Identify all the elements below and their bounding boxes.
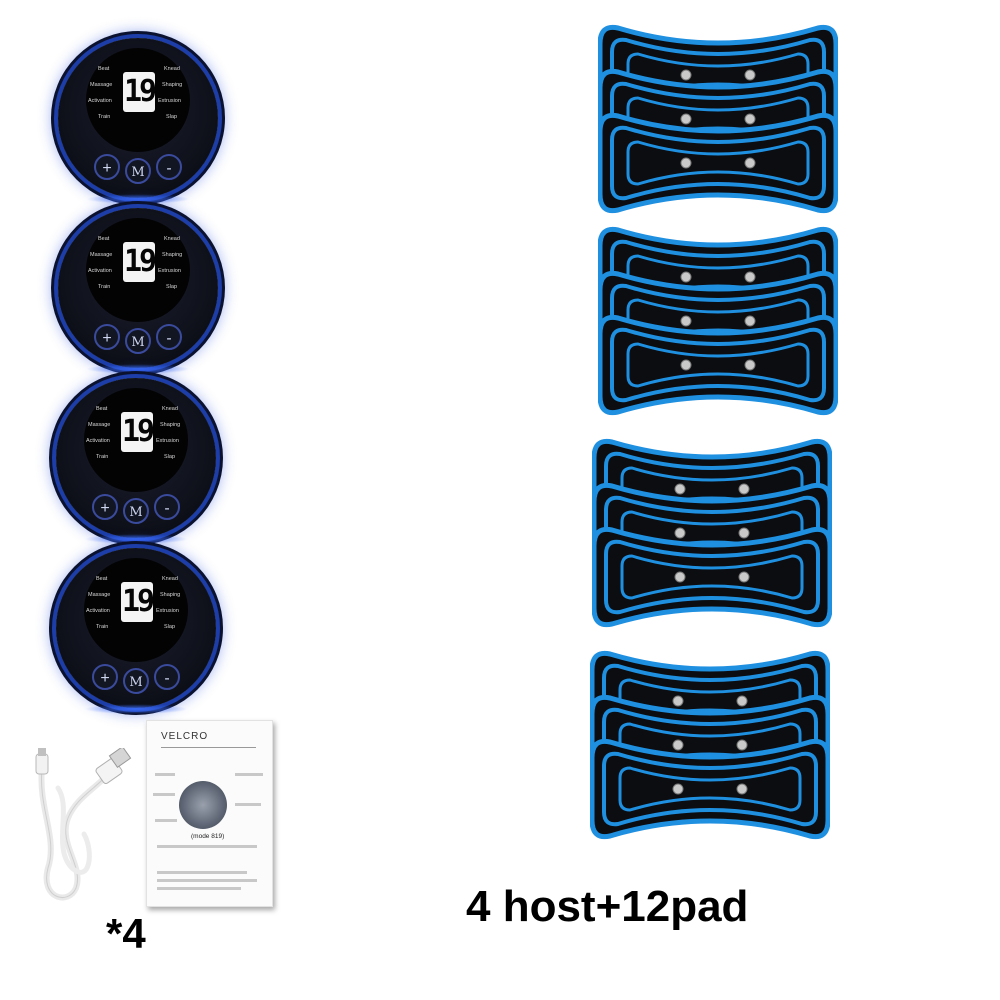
plus-button[interactable]: + <box>94 154 120 180</box>
mode-label: Activation <box>86 438 110 444</box>
intensity-readout: 19 <box>121 582 155 622</box>
intensity-readout: 19 <box>121 412 155 452</box>
package-caption: 4 host+12pad <box>466 882 749 931</box>
mode-button[interactable]: M <box>125 328 151 354</box>
mode-label: Knead <box>164 66 180 72</box>
mode-label: Knead <box>164 236 180 242</box>
manual-text-line <box>155 819 177 822</box>
plus-button[interactable]: + <box>92 664 118 690</box>
massager-host: Beat Massage Activation Train Knead Shap… <box>56 378 216 544</box>
minus-button[interactable]: - <box>156 154 182 180</box>
manual-title: VELCRO <box>161 731 209 742</box>
mode-label: Massage <box>90 252 113 258</box>
manual-text-line <box>157 887 241 890</box>
usb-cable-image <box>35 748 132 901</box>
mode-label: Activation <box>88 98 112 104</box>
mode-label: Beat <box>96 576 108 582</box>
mode-label: Train <box>96 624 109 630</box>
mode-button[interactable]: M <box>123 668 149 694</box>
mode-label: Extrusion <box>158 268 181 274</box>
host-display: Beat Massage Activation Train Knead Shap… <box>86 218 190 322</box>
minus-button[interactable]: - <box>156 324 182 350</box>
mode-label: Activation <box>86 608 110 614</box>
mode-label: Extrusion <box>156 438 179 444</box>
mode-label: Extrusion <box>156 608 179 614</box>
mode-label: Shaping <box>162 82 183 88</box>
mode-label: Knead <box>162 576 178 582</box>
mode-label: Knead <box>162 406 178 412</box>
manual-text-line <box>157 879 257 882</box>
quantity-label: *4 <box>106 910 146 957</box>
manual-text-line <box>235 803 261 806</box>
electrode-pad <box>592 522 832 632</box>
electrode-pad <box>590 734 830 844</box>
mode-label: Massage <box>88 422 111 428</box>
mode-label: Extrusion <box>158 98 181 104</box>
mode-label: Beat <box>96 406 108 412</box>
manual-text-line <box>157 871 247 874</box>
mode-label: Slap <box>164 624 176 630</box>
manual-text-line <box>153 793 175 796</box>
mode-label: Slap <box>166 114 178 120</box>
manual-model: (mode 819) <box>191 833 225 840</box>
intensity-readout: 19 <box>123 242 157 282</box>
mode-label: Massage <box>88 592 111 598</box>
mode-label: Shaping <box>160 422 181 428</box>
instruction-manual: VELCRO (mode 819) <box>146 720 273 907</box>
mode-label: Train <box>96 454 109 460</box>
mode-label: Activation <box>88 268 112 274</box>
massager-host: Beat Massage Activation Train Knead Shap… <box>56 548 216 714</box>
manual-text-line <box>235 773 263 776</box>
plus-button[interactable]: + <box>92 494 118 520</box>
plus-button[interactable]: + <box>94 324 120 350</box>
mode-label: Shaping <box>162 252 183 258</box>
electrode-pad <box>598 108 838 218</box>
manual-text-line <box>157 845 257 848</box>
mode-button[interactable]: M <box>123 498 149 524</box>
mode-label: Train <box>98 284 111 290</box>
intensity-readout: 19 <box>123 72 157 112</box>
mode-label: Beat <box>98 236 110 242</box>
mode-label: Slap <box>166 284 178 290</box>
massager-host: Beat Massage Activation Train Knead Shap… <box>58 208 218 374</box>
mode-button[interactable]: M <box>125 158 151 184</box>
mode-label: Slap <box>164 454 176 460</box>
mode-label: Shaping <box>160 592 181 598</box>
mode-label: Train <box>98 114 111 120</box>
minus-button[interactable]: - <box>154 664 180 690</box>
host-display: Beat Massage Activation Train Knead Shap… <box>86 48 190 152</box>
manual-text-line <box>155 773 175 776</box>
minus-button[interactable]: - <box>154 494 180 520</box>
host-display: Beat Massage Activation Train Knead Shap… <box>84 558 188 662</box>
manual-device-icon <box>179 781 227 829</box>
host-display: Beat Massage Activation Train Knead Shap… <box>84 388 188 492</box>
mode-label: Beat <box>98 66 110 72</box>
manual-rule <box>161 747 256 748</box>
electrode-pad <box>598 310 838 420</box>
mode-label: Massage <box>90 82 113 88</box>
massager-host: Beat Massage Activation Train Knead Shap… <box>58 38 218 204</box>
